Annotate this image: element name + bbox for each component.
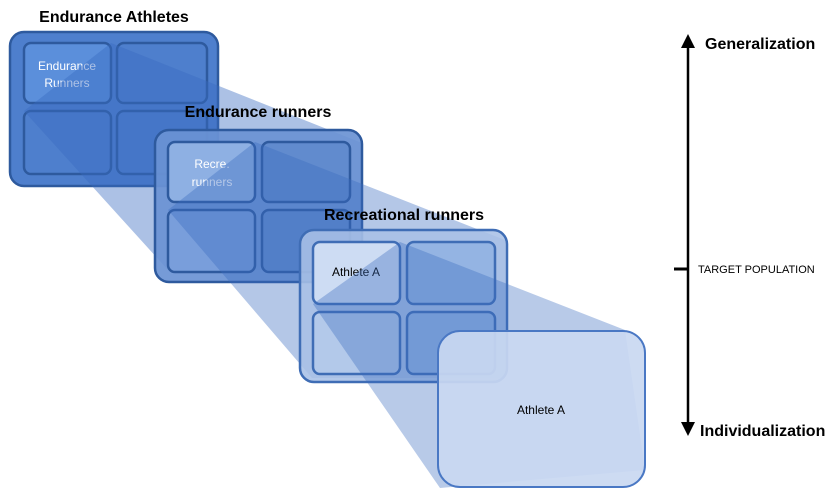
detail-label: Athlete A bbox=[517, 403, 565, 417]
level-2-cell-label-line1: Recre. bbox=[194, 157, 229, 171]
level-1-cell-label-line2: Runners bbox=[44, 76, 89, 90]
level-2-cell-label-line2: runners bbox=[192, 175, 233, 189]
level-2-heading: Endurance runners bbox=[185, 104, 332, 121]
detail-panel bbox=[437, 330, 646, 488]
axis-arrow-up-icon bbox=[681, 34, 695, 48]
level-3-cell bbox=[311, 310, 402, 376]
level-3-heading: Recreational runners bbox=[324, 207, 484, 224]
generalization-axis: Generalization TARGET POPULATION Individ… bbox=[674, 34, 825, 440]
axis-bottom-label: Individualization bbox=[700, 423, 825, 440]
level-2-cell bbox=[166, 208, 257, 274]
level-3-cell-label: Athlete A bbox=[332, 265, 380, 279]
axis-top-label: Generalization bbox=[705, 36, 815, 53]
level-2-cell bbox=[260, 140, 352, 204]
axis-arrow-down-icon bbox=[681, 422, 695, 436]
level-1-heading: Endurance Athletes bbox=[39, 9, 189, 26]
level-1-cell-highlight bbox=[22, 41, 113, 105]
level-3-cell bbox=[405, 240, 497, 306]
level-1-cell-label-line1: Endurance bbox=[38, 59, 96, 73]
level-1-cell bbox=[115, 41, 209, 105]
level-endurance-runners: Endurance runners Recre. runners bbox=[153, 104, 364, 284]
axis-middle-label: TARGET POPULATION bbox=[698, 264, 815, 276]
level-2-cell-highlight bbox=[166, 140, 257, 204]
detail-athlete-box: Athlete A bbox=[437, 330, 646, 488]
level-1-cell bbox=[22, 109, 113, 176]
level-3-cell-highlight bbox=[311, 240, 402, 306]
